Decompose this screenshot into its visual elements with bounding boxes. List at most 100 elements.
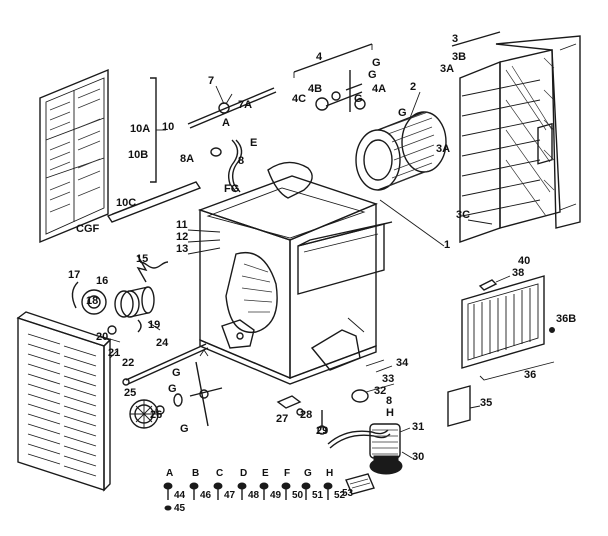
- left-side-grille: [16, 311, 112, 492]
- hardware-item-a: A44 45: [163, 468, 186, 514]
- part-label-l17: 17: [68, 269, 80, 281]
- part-label-l24: 24: [156, 337, 169, 349]
- part-label-l10: 10: [162, 121, 174, 133]
- part-label-lg7: G: [180, 423, 189, 435]
- part-label-l29: 29: [316, 425, 328, 437]
- part-label-l38: 38: [512, 267, 524, 279]
- part-label-l40: 40: [518, 255, 530, 267]
- motor-30-31: [369, 423, 403, 475]
- part-label-lfg: FG: [224, 183, 239, 195]
- part-label-l3c: 3C: [456, 209, 470, 221]
- hardware-letter: C: [216, 468, 223, 479]
- part-label-l31: 31: [412, 421, 424, 433]
- hardware-item-e: E49: [259, 468, 282, 501]
- part-label-53: 53: [342, 488, 354, 499]
- hardware-item-b: B46: [189, 468, 212, 501]
- part-label-l19: 19: [148, 319, 160, 331]
- hardware-letter: D: [240, 468, 247, 479]
- part-label-l25: 25: [124, 387, 136, 399]
- hardware-number: 50: [292, 490, 304, 501]
- front-grille-36: [461, 122, 555, 381]
- part-label-l32: 32: [374, 385, 386, 397]
- hardware-letter: F: [284, 468, 290, 479]
- part-label-l10c: 10C: [116, 197, 136, 209]
- part-label-l20: 20: [96, 331, 108, 343]
- part-label-l10b: 10B: [128, 149, 148, 161]
- part-label-l27: 27: [276, 413, 288, 425]
- part-label-l8: 8: [238, 155, 244, 167]
- hardware-item-c: C47: [213, 468, 236, 501]
- part-label-l26: 26: [150, 409, 162, 421]
- hardware-number: 48: [248, 490, 260, 501]
- hardware-item-d: D48: [237, 468, 260, 501]
- part-label-l33: 33: [382, 373, 394, 385]
- part-label-lg2: G: [368, 69, 377, 81]
- part-label-la: A: [222, 117, 230, 129]
- hardware-item-h: H52: [323, 468, 346, 501]
- part-label-lg1: G: [372, 57, 381, 69]
- part-label-l30: 30: [412, 451, 424, 463]
- part-label-l13: 13: [176, 243, 188, 255]
- hardware-number: 46: [200, 490, 212, 501]
- part-label-lh: H: [386, 407, 394, 419]
- main-cabinet: [197, 161, 393, 385]
- washer-icon: [164, 505, 172, 511]
- part-label-l1: 1: [444, 239, 450, 251]
- hardware-letter: G: [304, 468, 312, 479]
- part-label-le: E: [250, 137, 257, 149]
- leader-lines: [99, 91, 493, 459]
- part-label-lg4: G: [398, 107, 407, 119]
- hardware-number: 47: [224, 490, 236, 501]
- fan-shaft-assembly-4: [293, 43, 373, 112]
- part-label-lg3: G: [354, 93, 363, 105]
- bracket-10: [150, 77, 157, 183]
- part-label-l7: 7: [208, 75, 214, 87]
- condenser-fan-assembly: [122, 343, 223, 429]
- part-label-l2: 2: [410, 81, 416, 93]
- hardware-number: 49: [270, 490, 282, 501]
- knob-38-40: [478, 275, 511, 291]
- hardware-letter: A: [166, 468, 173, 479]
- part-label-l8a: 8A: [180, 153, 194, 165]
- part-label-l3a: 3A: [440, 63, 454, 75]
- part-label-l4a: 4A: [372, 83, 386, 95]
- part-label-l3a2: 3A: [436, 143, 450, 155]
- part-label-l34: 34: [396, 357, 409, 369]
- part-label-l35: 35: [480, 397, 492, 409]
- part-label-l28: 28: [300, 409, 312, 421]
- part-label-l36: 36: [524, 369, 536, 381]
- hardware-number-secondary: 45: [174, 503, 186, 514]
- hardware-item-f: F50: [281, 468, 304, 501]
- hardware-item-g: G51: [301, 468, 324, 501]
- part-label-l15: 15: [136, 253, 148, 265]
- part-label-lg6: G: [168, 383, 177, 395]
- filter-35: [447, 385, 471, 427]
- part-label-l3b: 3B: [452, 51, 466, 63]
- part-label-l8b: 8: [386, 395, 392, 407]
- hardware-letter: H: [326, 468, 333, 479]
- hardware-letter: E: [262, 468, 269, 479]
- part-53: [345, 473, 375, 495]
- hardware-number: 44: [174, 490, 186, 501]
- part-label-l4: 4: [316, 51, 323, 63]
- part-label-l36b: 36B: [556, 313, 576, 325]
- part-label-l12: 12: [176, 231, 188, 243]
- hardware-letter: B: [192, 468, 199, 479]
- part-label-l21: 21: [108, 347, 120, 359]
- part-label-lcgf: CGF: [76, 223, 100, 235]
- fan-wheel-2: [355, 111, 447, 191]
- part-label-l10a: 10A: [130, 123, 150, 135]
- part-label-l22: 22: [122, 357, 134, 369]
- damper-rod-assembly: [187, 85, 277, 193]
- condenser-coil-3: [451, 31, 581, 243]
- hardware-number: 52: [334, 490, 346, 501]
- part-label-lg5: G: [172, 367, 181, 379]
- part-label-l3: 3: [452, 33, 458, 45]
- part-label-l11: 11: [176, 219, 188, 231]
- motor-assembly: [71, 255, 169, 335]
- part-label-l7a: 7A: [238, 99, 252, 111]
- left-filter-panel: [39, 68, 109, 244]
